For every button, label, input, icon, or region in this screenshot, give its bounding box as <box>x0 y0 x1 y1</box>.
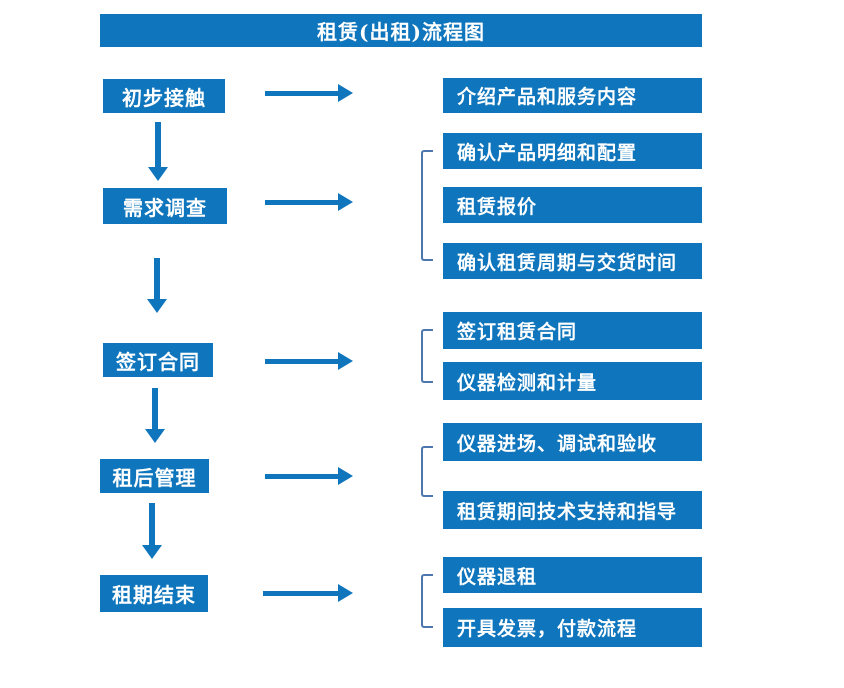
arrow-down-icon <box>142 503 162 559</box>
arrow-right-icon <box>265 467 353 485</box>
bracket-group-sign-contract <box>421 329 433 383</box>
arrow-right-icon <box>263 584 353 602</box>
page-title: 租赁(出租)流程图 <box>100 14 702 47</box>
step-lease-end: 租期结束 <box>100 575 208 612</box>
detail-invoice-payment-process: 开具发票，付款流程 <box>443 608 702 647</box>
step-post-rental-management: 租后管理 <box>100 459 209 493</box>
arrow-right-icon <box>265 84 353 102</box>
step-initial-contact: 初步接触 <box>103 79 225 113</box>
arrow-down-icon <box>147 258 167 313</box>
bracket-group-lease-end <box>421 574 433 628</box>
detail-instrument-return: 仪器退租 <box>443 557 702 593</box>
bracket-group-post-rental <box>421 446 433 497</box>
arrow-right-icon <box>265 193 353 211</box>
step-demand-survey: 需求调查 <box>103 188 227 224</box>
detail-instrument-entry-debug-acceptance: 仪器进场、调试和验收 <box>443 423 702 461</box>
detail-instrument-testing-metering: 仪器检测和计量 <box>443 362 702 400</box>
detail-technical-support-guidance: 租赁期间技术支持和指导 <box>443 491 702 529</box>
detail-confirm-product-config: 确认产品明细和配置 <box>443 133 702 169</box>
bracket-group-demand-survey <box>421 150 433 261</box>
detail-introduce-products-services: 介绍产品和服务内容 <box>443 78 702 113</box>
detail-sign-rental-contract: 签订租赁合同 <box>443 312 702 349</box>
arrow-right-icon <box>265 352 353 370</box>
arrow-down-icon <box>145 388 165 443</box>
detail-confirm-period-delivery: 确认租赁周期与交货时间 <box>443 243 702 279</box>
arrow-down-icon <box>148 122 168 181</box>
detail-rental-quotation: 租赁报价 <box>443 187 702 223</box>
step-sign-contract: 签订合同 <box>103 343 213 377</box>
